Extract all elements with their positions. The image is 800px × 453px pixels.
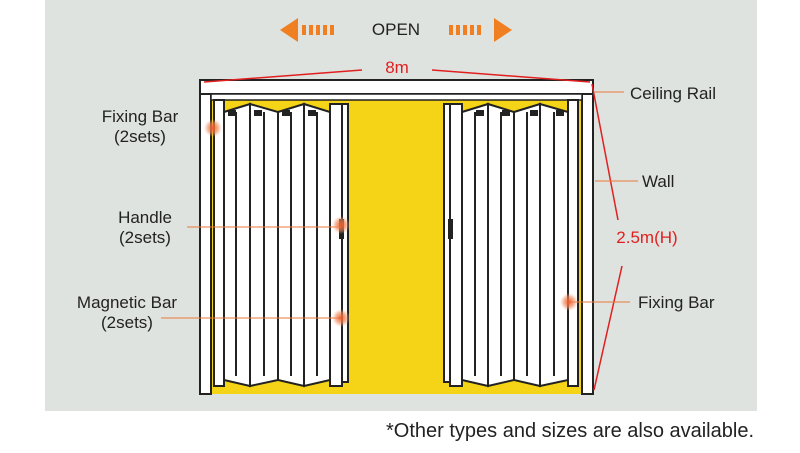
marker-handle — [332, 216, 350, 234]
width-dim-right — [431, 69, 591, 83]
left-folding-door — [213, 99, 349, 388]
ceiling-rail-inner — [210, 93, 583, 101]
height-dim-bottom — [593, 265, 623, 391]
wall-left — [199, 93, 212, 395]
fixing-bar-left-label-line1: Fixing Bar — [101, 107, 179, 126]
height-dimension: 2.5m(H) — [616, 228, 678, 247]
width-dim-left — [203, 69, 363, 83]
open-label: OPEN — [371, 20, 421, 39]
fixing-bar-left-label-line2: (2sets) — [114, 127, 166, 146]
footnote: *Other types and sizes are also availabl… — [386, 420, 754, 442]
arrow-right-icon — [449, 18, 512, 42]
wall-right — [581, 93, 594, 395]
marker-fixing-bar-right — [560, 293, 578, 311]
handle-label-line1: Handle — [118, 208, 172, 227]
wall-label: Wall — [642, 172, 675, 191]
marker-fixing-bar-left — [204, 119, 222, 137]
width-dimension: 8m — [385, 58, 409, 77]
arrow-left-icon — [280, 18, 334, 42]
handle-label-line2: (2sets) — [119, 228, 171, 247]
height-dim-top — [591, 83, 619, 221]
magnetic-bar-label-line1: Magnetic Bar — [76, 293, 178, 312]
ceiling-rail — [199, 79, 594, 95]
marker-magnetic-bar — [332, 309, 350, 327]
magnetic-bar-label: Magnetic Bar (2sets) — [62, 293, 192, 333]
fixing-bar-right-label: Fixing Bar — [638, 293, 715, 312]
handle-label: Handle (2sets) — [95, 208, 195, 248]
right-folding-door — [443, 99, 579, 388]
fixing-bar-left-label: Fixing Bar (2sets) — [80, 107, 200, 147]
magnetic-bar-label-line2: (2sets) — [101, 313, 153, 332]
ceiling-rail-label: Ceiling Rail — [630, 84, 716, 103]
